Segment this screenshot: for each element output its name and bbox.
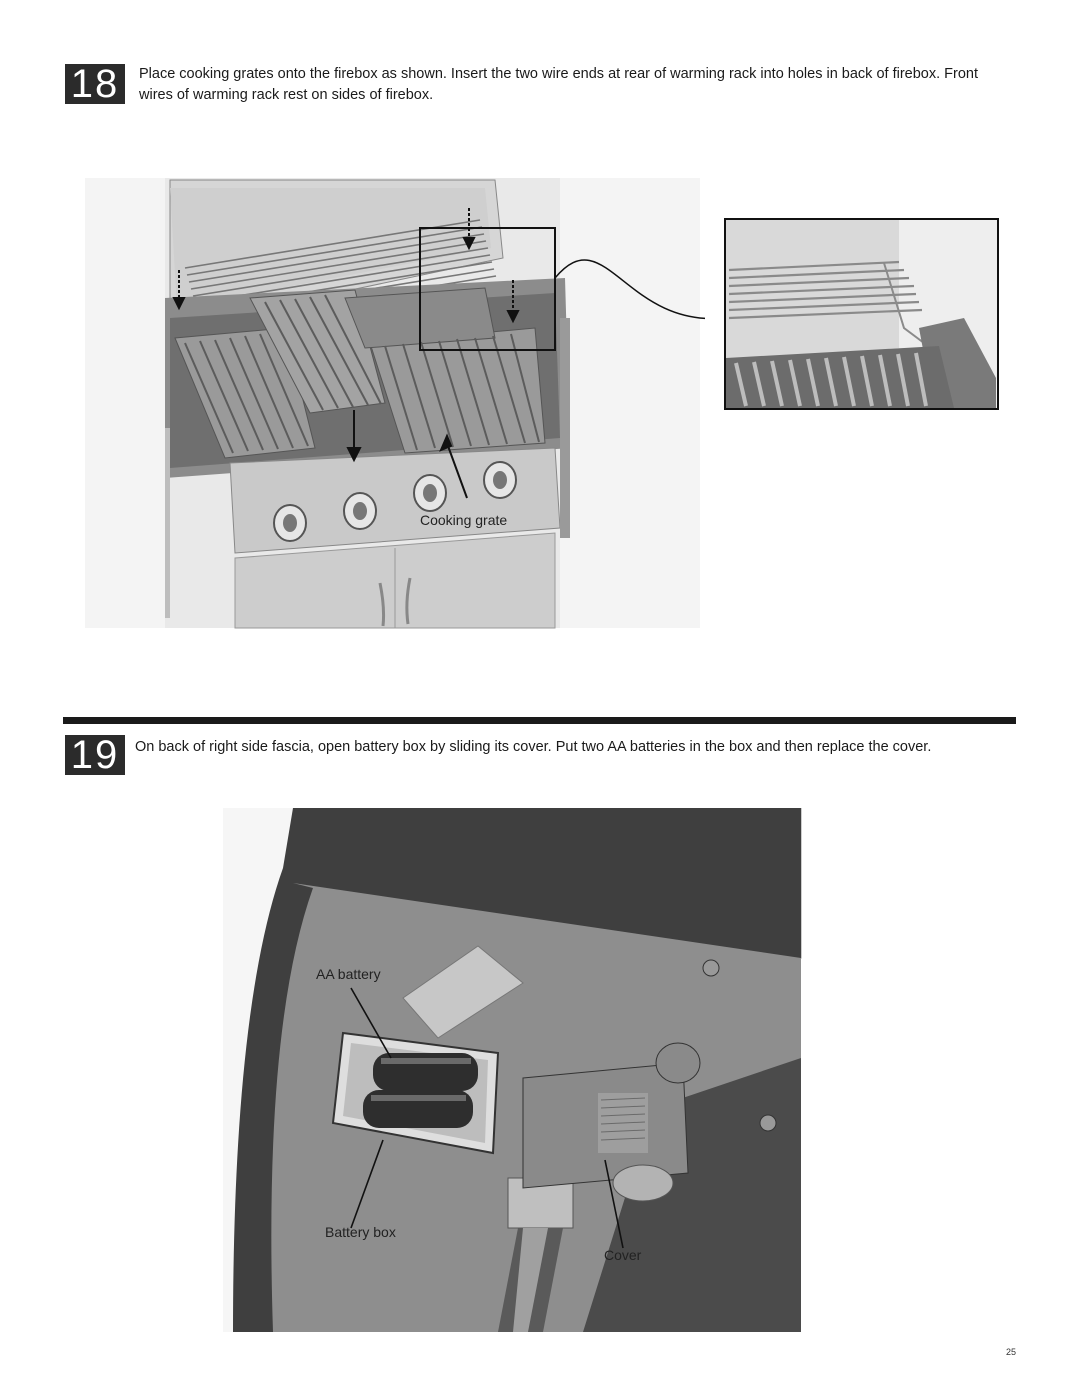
page-number: 25 bbox=[1006, 1347, 1017, 1357]
aa-battery-label: AA battery bbox=[316, 966, 381, 982]
grill-grates-illustration bbox=[85, 178, 705, 629]
section-divider bbox=[63, 717, 1016, 724]
warming-rack-detail-inset bbox=[724, 218, 999, 410]
battery-box-label: Battery box bbox=[325, 1224, 396, 1240]
step-19-instructions: On back of right side fascia, open batte… bbox=[135, 739, 932, 755]
battery-box-illustration bbox=[223, 808, 802, 1332]
step-18-number: 18 bbox=[65, 64, 125, 104]
step-19-number: 19 bbox=[65, 735, 125, 775]
cooking-grate-label: Cooking grate bbox=[420, 512, 508, 528]
cover-label: Cover bbox=[604, 1247, 642, 1263]
step-18-instructions: Place cooking grates onto the firebox as… bbox=[139, 66, 979, 103]
